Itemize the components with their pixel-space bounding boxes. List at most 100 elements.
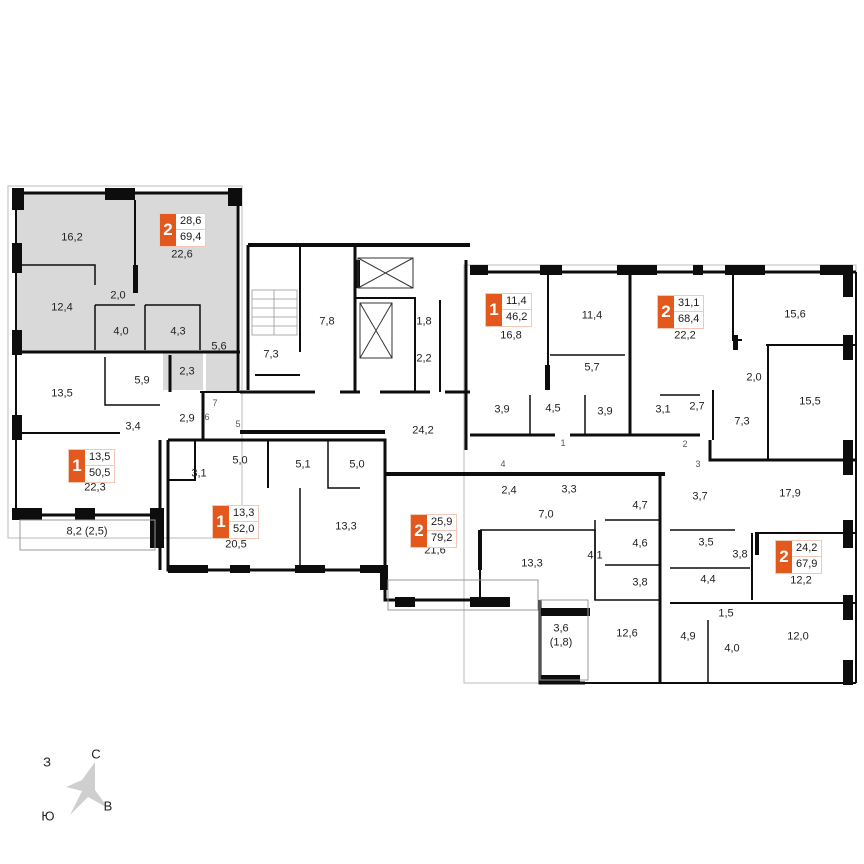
room-area: 22,2 [674,329,696,342]
room-area: 13,5 [51,387,73,400]
room-area: 2,0 [110,289,126,302]
room-area: 3,9 [494,403,510,416]
room-area: 12,6 [616,627,638,640]
room-area: 4,7 [632,499,648,512]
room-area: 22,3 [84,481,106,494]
door-number: 7 [212,398,218,408]
room-area: 2,4 [501,484,517,497]
room-area: 3,1 [655,403,671,416]
room-area: 4,0 [113,325,129,338]
room-area: 3,4 [125,420,141,433]
compass-east: В [103,798,113,814]
apartment-badge[interactable]: 2 25,9 79,2 [410,514,458,548]
total-area: 68,4 [678,313,700,325]
stairs-icon [251,289,298,336]
room-area: 3,8 [732,548,748,561]
room-area: 16,8 [500,329,522,342]
door-number: 2 [682,439,688,449]
room-area: 2,3 [179,365,195,378]
room-area: 3,3 [561,483,577,496]
compass-south: Ю [41,808,55,824]
room-area: 3,9 [597,405,613,418]
room-area: 2,7 [689,400,705,413]
room-count: 2 [411,515,427,547]
room-count: 1 [69,450,85,482]
room-area: 2,2 [416,352,432,365]
room-area: 3,1 [191,467,207,480]
room-area: 4,3 [170,325,186,338]
apartment-badge[interactable]: 2 28,6 69,4 [159,213,207,247]
room-area: 3,6 [553,622,569,635]
room-area: 2,9 [179,412,195,425]
room-count: 2 [776,541,792,573]
apartment-badge[interactable]: 1 13,3 52,0 [212,505,260,539]
door-number: 6 [204,412,210,422]
room-count: 1 [213,506,229,538]
room-area: 7,0 [538,508,554,521]
apartment-badge[interactable]: 2 31,1 68,4 [657,295,705,329]
room-area: 15,5 [799,395,821,408]
balconies [19,519,589,681]
room-area: 11,4 [581,309,603,322]
room-area: 24,2 [412,424,434,437]
living-area: 13,3 [229,506,259,522]
room-area: 5,0 [232,454,248,467]
room-area: 5,7 [584,361,600,374]
room-area: 16,2 [61,231,83,244]
room-area: 20,5 [225,538,247,551]
room-area: 5,6 [211,340,227,353]
room-area: 4,4 [700,573,716,586]
room-area: 13,3 [521,557,543,570]
door-number: 1 [560,438,566,448]
room-area: 5,0 [349,458,365,471]
apartment-badge[interactable]: 2 24,2 67,9 [775,540,823,574]
door-number: 5 [235,419,241,429]
room-area: 7,3 [734,415,750,428]
living-area: 25,9 [427,515,457,531]
room-area: 5,1 [295,458,311,471]
apartment-badge[interactable]: 1 13,5 50,5 [68,449,116,483]
total-area: 50,5 [89,467,111,479]
room-area: 1,5 [718,607,734,620]
room-area: 22,6 [171,248,193,261]
compass-north: С [91,746,101,762]
walls [15,190,857,685]
room-count: 2 [658,296,674,328]
room-area: 4,6 [632,537,648,550]
compass-icon [66,762,108,815]
total-area: 79,2 [431,532,453,544]
room-area: 4,9 [680,630,696,643]
room-area: 8,2 (2,5) [66,525,108,538]
total-area: 52,0 [233,523,255,535]
room-area: 3,8 [632,576,648,589]
living-area: 13,5 [85,450,115,466]
room-count: 1 [486,294,502,326]
room-area: 5,9 [134,374,150,387]
total-area: 69,4 [180,231,202,243]
room-area: 7,8 [319,315,335,328]
room-area: 12,4 [51,301,73,314]
room-area: 2,0 [746,371,762,384]
room-count: 2 [160,214,176,246]
room-area: 4,0 [724,642,740,655]
room-area: 7,3 [263,348,279,361]
door-number: 3 [695,459,701,469]
living-area: 11,4 [502,294,532,310]
living-area: 28,6 [176,214,206,230]
compass-west: З [43,754,51,770]
elevator-shafts [357,257,414,359]
total-area: 46,2 [506,311,528,323]
total-area: 67,9 [796,558,818,570]
living-area: 24,2 [792,541,822,557]
living-area: 31,1 [674,296,704,312]
door-number: 4 [500,459,506,469]
room-area: 4,5 [545,402,561,415]
room-area: 15,6 [784,308,806,321]
room-area: 3,7 [692,490,708,503]
apartment-badge[interactable]: 1 11,4 46,2 [485,293,533,327]
wall-columns [12,188,853,685]
room-area: 13,3 [335,520,357,533]
room-area: (1,8) [549,636,573,649]
room-area: 12,0 [787,630,809,643]
room-area: 17,9 [779,487,801,500]
